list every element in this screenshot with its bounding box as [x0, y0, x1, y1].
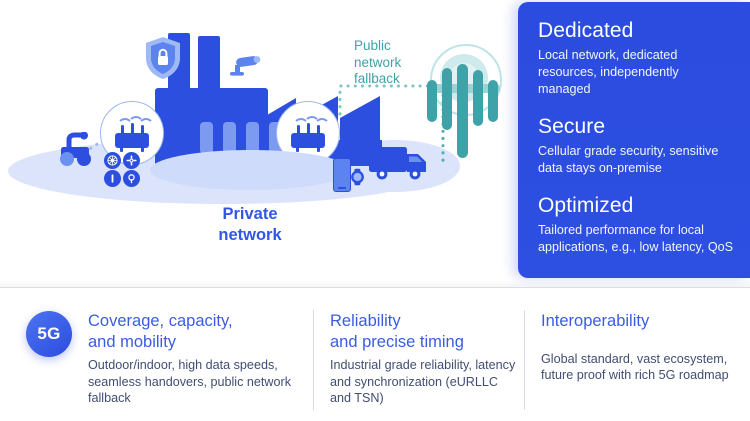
public-network-label-line1: Public: [354, 38, 391, 53]
public-network-label-line3: fallback: [354, 71, 400, 86]
security-camera-icon: [230, 56, 261, 76]
public-network-antenna-icon: [424, 42, 504, 162]
wireless-router-icon: [291, 116, 330, 152]
column-divider-1: [313, 310, 314, 410]
factory-window: [223, 122, 236, 154]
feature-body-reliability: Industrial grade reliability, latency an…: [330, 358, 516, 405]
top-section: Public network fallback Private network …: [0, 0, 750, 287]
private-network-illustration: Public network fallback Private network: [0, 0, 512, 287]
panel-heading-secure: Secure: [538, 115, 606, 138]
panel-body-dedicated: Local network, dedicated resources, inde…: [538, 48, 679, 96]
feature-heading-reliability-line2: and precise timing: [330, 332, 464, 351]
feature-heading-reliability-line1: Reliability: [330, 312, 401, 330]
sensor-icon-network: [104, 152, 121, 169]
feature-body-interoperability: Global standard, vast ecosystem, future …: [541, 351, 729, 383]
feature-heading-coverage-line2: and mobility: [88, 332, 177, 351]
section-divider-shadow: [0, 280, 750, 287]
delivery-truck-icon: [369, 147, 426, 180]
feature-column-reliability: Reliability and precise timing Industria…: [330, 311, 520, 407]
feature-heading-coverage: Coverage, capacity, and mobility: [88, 311, 300, 352]
feature-heading-reliability: Reliability and precise timing: [330, 311, 520, 352]
factory-window: [200, 122, 213, 154]
wireless-router-icon: [115, 116, 154, 152]
benefits-panel: Dedicated Local network, dedicated resou…: [518, 2, 750, 278]
panel-body-optimized: Tailored performance for local applicati…: [538, 223, 734, 254]
panel-body-secure: Cellular grade security, sensitive data …: [538, 144, 719, 175]
panel-heading-optimized: Optimized: [538, 194, 634, 217]
agv-robot-icon: [60, 132, 91, 166]
smartwatch-icon: [351, 168, 364, 186]
column-divider-2: [524, 310, 525, 410]
dotted-link-public-vertical: [441, 86, 445, 166]
sensor-icon-gauge: [104, 170, 121, 187]
badge-5g: 5G: [26, 311, 72, 357]
private-network-label: Private network: [150, 204, 350, 246]
public-network-label-line2: network: [354, 54, 402, 70]
factory-shadow: [150, 150, 350, 190]
sensor-icon-plus: [123, 152, 140, 169]
factory-window: [246, 122, 259, 154]
public-network-label: Public network fallback: [354, 38, 430, 88]
panel-heading-dedicated: Dedicated: [538, 19, 634, 42]
bottom-section: [0, 288, 750, 421]
feature-column-interoperability: Interoperability Global standard, vast e…: [541, 311, 741, 384]
private-network-label-line2: network: [218, 226, 282, 244]
feature-heading-interoperability-line1: Interoperability: [541, 312, 650, 330]
feature-heading-interoperability: Interoperability: [541, 311, 741, 332]
feature-column-coverage: Coverage, capacity, and mobility Outdoor…: [88, 311, 300, 407]
sensor-icon-location: [123, 170, 140, 187]
smartphone-icon: [333, 158, 351, 192]
feature-body-coverage: Outdoor/indoor, high data speeds, seamle…: [88, 358, 292, 405]
shield-lock-icon: [146, 37, 180, 79]
private-network-label-line1: Private: [222, 205, 278, 223]
section-divider: [0, 287, 750, 288]
dotted-link-public-horizontal: [338, 84, 434, 116]
feature-heading-coverage-line1: Coverage, capacity,: [88, 312, 233, 330]
badge-5g-label: 5G: [37, 324, 61, 343]
